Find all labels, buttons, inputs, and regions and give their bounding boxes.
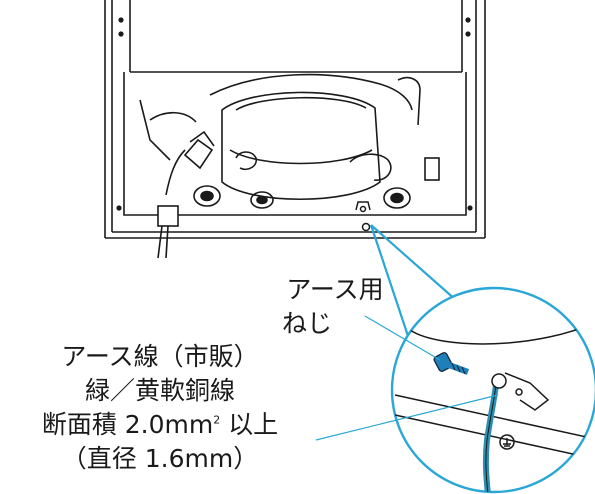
earth-wire-label: アース線（市販） 緑／黄軟銅線 断面積 2.0mm2 以上 （直径 1.6mm） [0,340,320,476]
min-text: 以上 [220,410,279,439]
callout-lines [369,224,458,337]
earth-wire-label-line2: 緑／黄軟銅線 [84,376,235,405]
earth-wire-label-line1: アース線（市販） [61,342,259,371]
earth-screw-label-line1: アース用 [286,275,384,304]
appliance-cabinet [104,0,486,239]
earth-screw-label: アース用 ねじ [270,273,400,341]
compressor [139,73,440,209]
power-cord [157,149,186,259]
earth-terminal [355,201,371,232]
label-leaders [315,315,499,441]
cross-section-text: 断面積 2.0mm [41,410,214,439]
earth-wire-label-line4: （直径 1.6mm） [61,444,259,473]
earth-screw [433,352,470,375]
earth-wire-label-line3: 断面積 2.0mm2 以上 [0,408,320,442]
earth-screw-label-line2: ねじ [282,309,333,338]
squared-superscript: 2 [213,413,221,427]
magnified-detail [390,286,595,494]
